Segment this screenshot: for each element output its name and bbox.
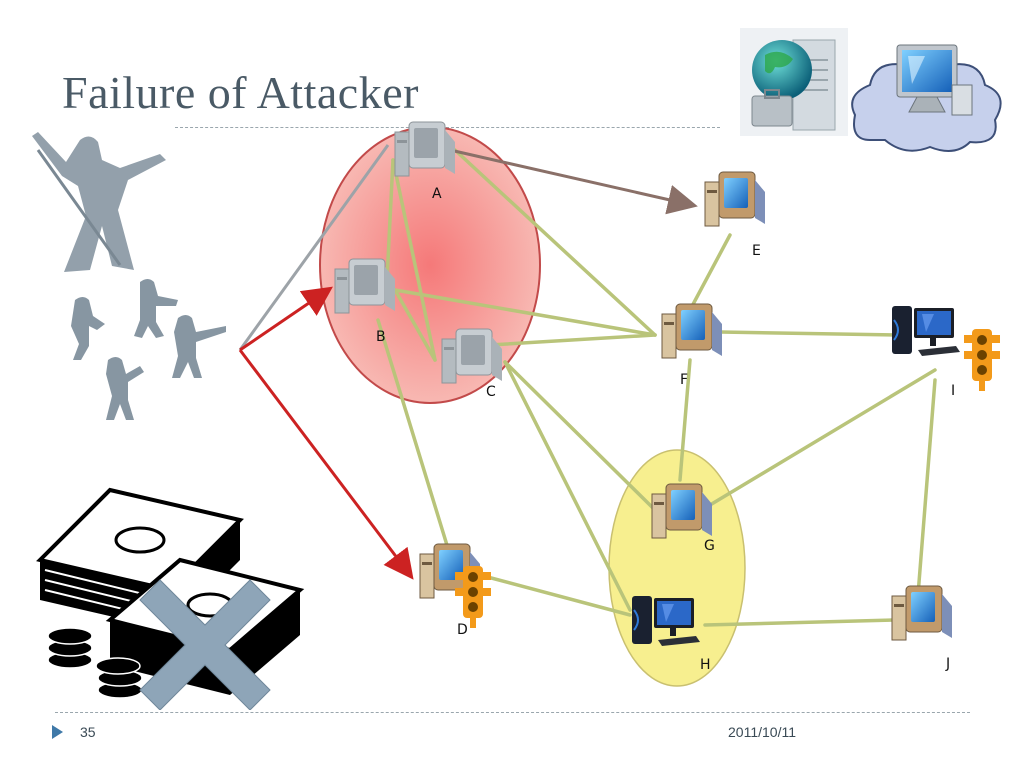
node-label-b: B bbox=[376, 329, 386, 345]
slide-number: 35 bbox=[80, 724, 96, 740]
link-d-h bbox=[478, 573, 632, 617]
soldiers-icon bbox=[71, 279, 226, 420]
attack-arrow-d bbox=[238, 349, 414, 580]
link-g-i bbox=[708, 368, 937, 507]
node-h: H bbox=[631, 595, 711, 673]
link-i-j bbox=[916, 378, 937, 597]
network-links bbox=[376, 148, 937, 627]
link-a-f bbox=[453, 148, 657, 337]
link-h-j bbox=[703, 618, 897, 627]
cloud-computer-icon bbox=[851, 44, 1002, 152]
probe-line bbox=[238, 144, 390, 351]
traffic-light-icon bbox=[964, 329, 1000, 391]
link-f-i bbox=[718, 330, 902, 337]
node-label-f: F bbox=[680, 372, 688, 388]
node-a: A bbox=[394, 121, 456, 202]
link-f-g bbox=[678, 358, 692, 482]
node-d: D bbox=[419, 543, 491, 638]
node-label-g: G bbox=[704, 538, 715, 554]
warrior-figure-icon bbox=[32, 132, 166, 272]
node-label-i: I bbox=[951, 383, 955, 399]
link-a-b bbox=[385, 158, 395, 282]
node-e: E bbox=[704, 171, 766, 259]
network-diagram: A B C D E F G H I J bbox=[32, 28, 1002, 710]
cancel-x-icon bbox=[139, 579, 271, 710]
node-c: C bbox=[441, 328, 503, 400]
slide-date: 2011/10/11 bbox=[728, 724, 796, 740]
cross-link-arrow bbox=[449, 148, 698, 215]
node-b: B bbox=[334, 258, 396, 345]
node-f: F bbox=[661, 303, 723, 388]
node-label-d: D bbox=[457, 622, 468, 638]
link-e-f bbox=[688, 233, 732, 312]
traffic-light-icon bbox=[455, 566, 491, 628]
node-label-c: C bbox=[486, 384, 496, 400]
node-label-e: E bbox=[752, 243, 761, 259]
link-c-f bbox=[488, 333, 657, 347]
node-label-j: J bbox=[945, 656, 950, 672]
globe-server-icon bbox=[740, 28, 848, 136]
node-label-a: A bbox=[432, 186, 442, 202]
link-c-g bbox=[503, 360, 657, 512]
slide-marker-icon bbox=[52, 725, 63, 739]
link-a-c bbox=[391, 158, 437, 362]
node-i: I bbox=[891, 305, 1000, 399]
footer-divider bbox=[55, 712, 970, 713]
link-c-h bbox=[503, 360, 632, 612]
page-title: Failure of Attacker bbox=[62, 67, 419, 118]
title-divider bbox=[175, 127, 720, 128]
node-j: J bbox=[891, 585, 953, 672]
link-b-c bbox=[393, 288, 437, 362]
node-g: G bbox=[651, 483, 715, 554]
link-b-d bbox=[376, 318, 452, 557]
node-label-h: H bbox=[700, 657, 711, 673]
attack-arrow-b bbox=[239, 286, 333, 352]
link-b-f bbox=[393, 288, 657, 337]
